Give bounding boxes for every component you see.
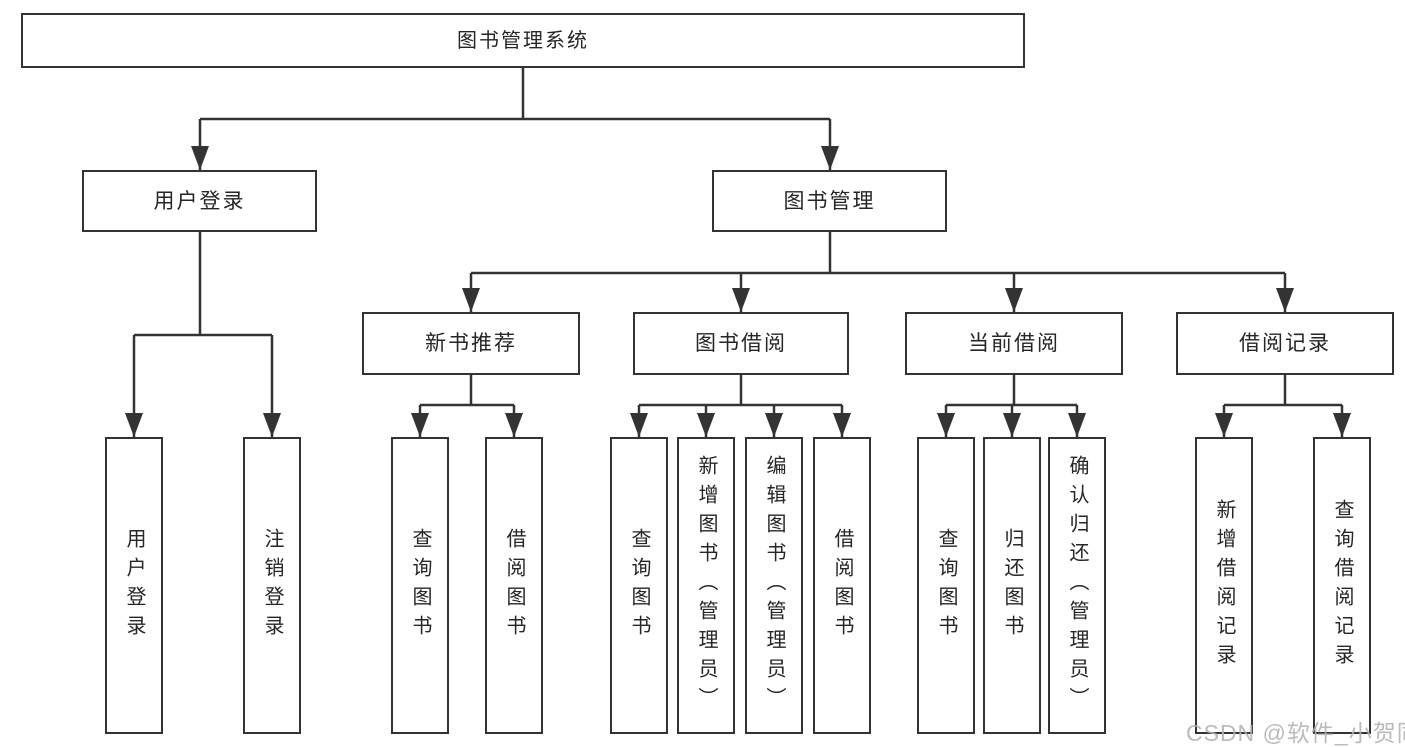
node-leaf-borrow-books-2: 借阅图书 bbox=[813, 437, 871, 734]
node-leaf-edit-book-admin: 编辑图书（管理员） bbox=[745, 437, 803, 734]
node-book-borrow-label: 图书借阅 bbox=[695, 332, 787, 355]
node-leaf-logout-label: 注销登录 bbox=[261, 527, 283, 644]
node-user-login-label: 用户登录 bbox=[153, 189, 246, 213]
node-leaf-return-book-label: 归还图书 bbox=[1001, 527, 1023, 644]
node-leaf-user-login-label: 用户登录 bbox=[123, 527, 145, 644]
node-book-borrow: 图书借阅 bbox=[633, 312, 849, 375]
node-root-label: 图书管理系统 bbox=[457, 29, 589, 52]
node-leaf-query-borrow-record: 查询借阅记录 bbox=[1313, 437, 1371, 734]
node-leaf-query-books-2-label: 查询图书 bbox=[628, 527, 650, 644]
node-borrow-record-label: 借阅记录 bbox=[1239, 332, 1331, 355]
node-leaf-query-books-3: 查询图书 bbox=[917, 437, 975, 734]
node-leaf-add-borrow-record: 新增借阅记录 bbox=[1195, 437, 1253, 734]
node-book-management-label: 图书管理 bbox=[783, 189, 876, 213]
node-current-borrow-label: 当前借阅 bbox=[968, 332, 1060, 355]
node-leaf-query-borrow-record-label: 查询借阅记录 bbox=[1331, 498, 1353, 673]
node-leaf-query-books-2: 查询图书 bbox=[610, 437, 668, 734]
node-book-management: 图书管理 bbox=[712, 170, 947, 232]
node-borrow-record: 借阅记录 bbox=[1176, 312, 1394, 375]
node-leaf-borrow-books-2-label: 借阅图书 bbox=[831, 527, 853, 644]
node-leaf-query-books-3-label: 查询图书 bbox=[935, 527, 957, 644]
node-leaf-user-login: 用户登录 bbox=[105, 437, 163, 734]
watermark: CSDN @软件_小贺同学 bbox=[1186, 720, 1405, 746]
node-leaf-add-book-admin-label: 新增图书（管理员） bbox=[695, 455, 717, 716]
node-leaf-edit-book-admin-label: 编辑图书（管理员） bbox=[763, 455, 785, 716]
node-leaf-add-borrow-record-label: 新增借阅记录 bbox=[1213, 498, 1235, 673]
node-root: 图书管理系统 bbox=[21, 13, 1025, 68]
node-new-book-recommend-label: 新书推荐 bbox=[425, 332, 517, 355]
node-current-borrow: 当前借阅 bbox=[905, 312, 1123, 375]
node-user-login: 用户登录 bbox=[82, 170, 317, 232]
node-new-book-recommend: 新书推荐 bbox=[362, 312, 580, 375]
node-leaf-return-book: 归还图书 bbox=[983, 437, 1041, 734]
node-leaf-query-books-1-label: 查询图书 bbox=[409, 527, 431, 644]
node-leaf-borrow-books-1-label: 借阅图书 bbox=[503, 527, 525, 644]
node-leaf-confirm-return-admin-label: 确认归还（管理员） bbox=[1066, 455, 1088, 716]
node-leaf-add-book-admin: 新增图书（管理员） bbox=[677, 437, 735, 734]
node-leaf-query-books-1: 查询图书 bbox=[391, 437, 449, 734]
node-leaf-borrow-books-1: 借阅图书 bbox=[485, 437, 543, 734]
node-leaf-logout: 注销登录 bbox=[243, 437, 301, 734]
node-leaf-confirm-return-admin: 确认归还（管理员） bbox=[1048, 437, 1106, 734]
